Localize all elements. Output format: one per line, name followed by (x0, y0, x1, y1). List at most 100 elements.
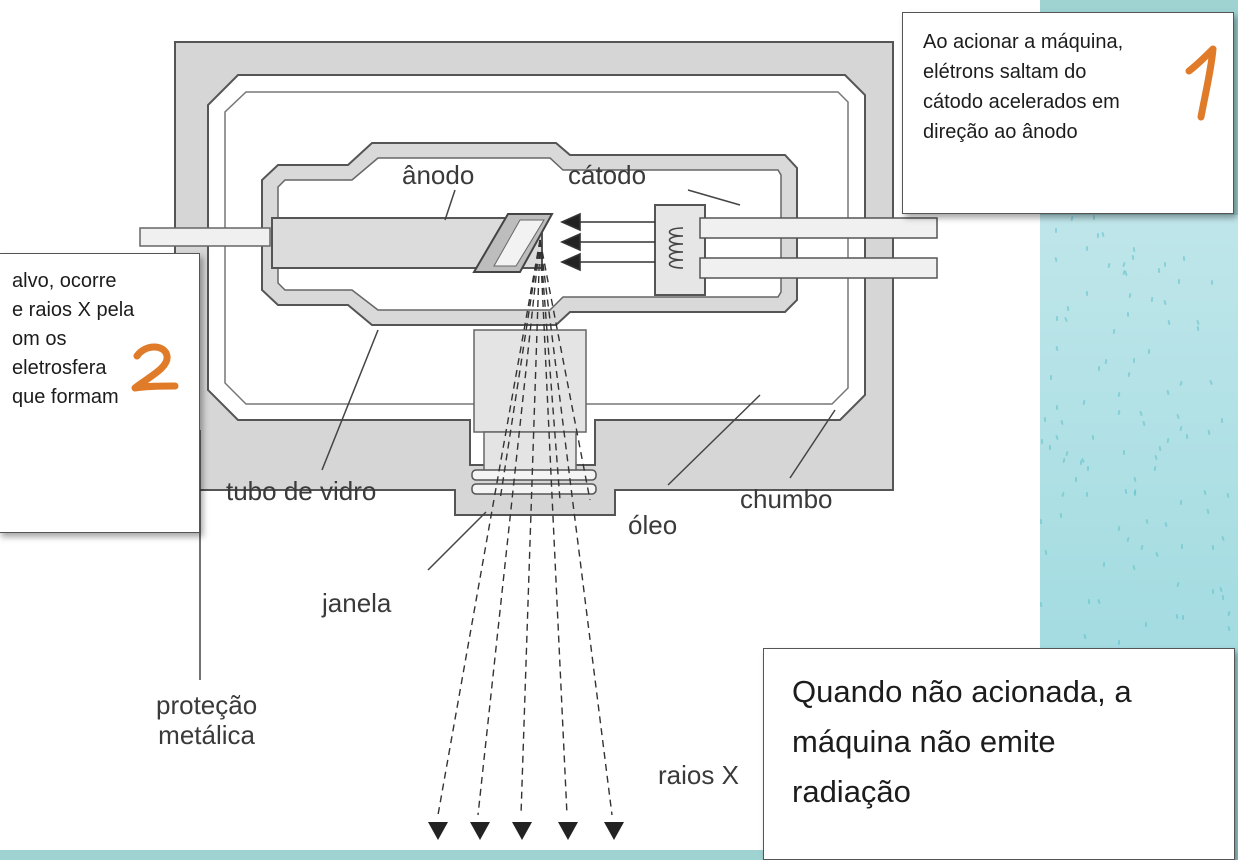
decorative-speck (1196, 325, 1200, 332)
decorative-speck (1132, 564, 1136, 571)
decorative-speck (1221, 535, 1225, 542)
note-1-line: direção ao ânodo (923, 121, 1078, 143)
decorative-speck (1167, 319, 1171, 326)
decorative-speck (1196, 319, 1200, 326)
decorative-speck (1049, 374, 1053, 381)
decorative-speck (1098, 366, 1100, 371)
decorative-speck (1128, 292, 1132, 299)
label-protecao-metalica: proteção metálica (156, 690, 257, 750)
label-chumbo: chumbo (740, 484, 833, 514)
decorative-speck (1085, 290, 1089, 297)
decorative-speck (1133, 476, 1137, 483)
note-1-line: Ao acionar a máquina, (923, 31, 1124, 53)
decorative-speck (1144, 621, 1148, 628)
decorative-speck (1139, 410, 1143, 417)
decorative-speck (1074, 476, 1078, 483)
decorative-speck (1206, 508, 1210, 515)
decorative-speck (1132, 357, 1136, 364)
decorative-speck (1181, 614, 1185, 621)
note-1-line: cátodo acelerados em (923, 91, 1120, 113)
label-oleo: óleo (628, 510, 678, 540)
decorative-speck (1122, 449, 1126, 456)
decorative-speck (1064, 316, 1068, 323)
window-neck (483, 431, 577, 473)
cathode-block (654, 204, 706, 296)
decorative-speck (1055, 345, 1059, 352)
decorative-speck (1163, 299, 1167, 306)
decorative-speck (1153, 465, 1157, 472)
decorative-speck (1102, 561, 1106, 568)
note-3-line: máquina não emite (792, 724, 1056, 759)
note-2-line: que formam (12, 386, 119, 408)
decorative-speck (1175, 613, 1179, 620)
decorative-speck (1061, 491, 1065, 498)
decorative-speck (1131, 254, 1135, 261)
decorative-speck (1132, 246, 1136, 253)
xray-beams (437, 239, 613, 816)
annotation-note-2: alvo, ocorre e raios X pela om os eletro… (0, 253, 200, 533)
handwritten-number-1 (1185, 45, 1217, 121)
label-protecao-line2: metálica (158, 720, 255, 750)
note-3-line: radiação (792, 774, 911, 809)
decorative-speck (1176, 413, 1180, 420)
decorative-speck (1117, 391, 1121, 398)
decorative-speck (1166, 437, 1170, 444)
cathode-filament (668, 227, 684, 269)
decorative-speck (1127, 371, 1131, 378)
note-2-line: e raios X pela (12, 299, 135, 321)
note-3-line: Quando não acionada, a (792, 674, 1132, 709)
decorative-speck (1112, 328, 1116, 335)
decorative-speck (1227, 625, 1231, 632)
annotation-note-3: Quando não acionada, a máquina não emite… (763, 648, 1235, 860)
handwritten-number-2 (131, 343, 179, 392)
decorative-speck (1062, 457, 1066, 464)
decorative-speck (1055, 404, 1059, 411)
decorative-speck (1133, 490, 1137, 497)
decorative-speck (1203, 489, 1207, 496)
xray-tube-diagram (139, 41, 938, 840)
decorative-speck (1179, 380, 1183, 387)
decorative-speck (1104, 358, 1108, 365)
decorative-speck (1164, 521, 1168, 528)
decorative-speck (1211, 588, 1215, 595)
decorative-speck (1048, 444, 1052, 451)
left-rod (139, 227, 271, 247)
electron-beam-arrows (560, 212, 655, 272)
decorative-speck (1066, 305, 1070, 312)
decorative-speck (1085, 245, 1089, 252)
decorative-speck (1221, 594, 1225, 601)
label-catodo: cátodo (568, 160, 647, 190)
decorative-speck (1145, 518, 1149, 525)
decorative-speck (1227, 610, 1231, 617)
decorative-speck (1185, 433, 1189, 440)
decorative-speck (1154, 454, 1158, 461)
decorative-speck (1179, 499, 1183, 506)
decorative-speck (1163, 261, 1167, 268)
decorative-speck (1155, 551, 1159, 558)
decorative-speck (1039, 518, 1043, 525)
decorative-speck (1087, 466, 1089, 471)
decorative-speck (1097, 598, 1101, 605)
decorative-speck (1117, 639, 1121, 646)
decorative-speck (1055, 315, 1059, 322)
decorative-speck (1117, 409, 1121, 416)
decorative-speck (1059, 512, 1063, 519)
decorative-speck (1124, 488, 1128, 495)
decorative-speck (1209, 379, 1213, 386)
decorative-speck (1177, 278, 1181, 285)
note-3-text: Quando não acionada, a máquina não emite… (792, 667, 1212, 817)
decorative-speck (1044, 549, 1048, 556)
window-shaft (473, 329, 587, 433)
decorative-speck (1087, 598, 1091, 605)
decorative-speck (1157, 267, 1161, 274)
cathode-rod-lower (699, 257, 938, 279)
decorative-speck (1043, 416, 1047, 423)
decorative-speck (1092, 214, 1096, 221)
decorative-speck (1179, 425, 1183, 432)
decorative-speck (1140, 544, 1144, 551)
decorative-speck (1126, 536, 1130, 543)
note-1-line: elétrons saltam do (923, 61, 1087, 83)
decorative-speck (1101, 231, 1105, 238)
decorative-speck (1126, 311, 1130, 318)
decorative-speck (1210, 279, 1214, 286)
